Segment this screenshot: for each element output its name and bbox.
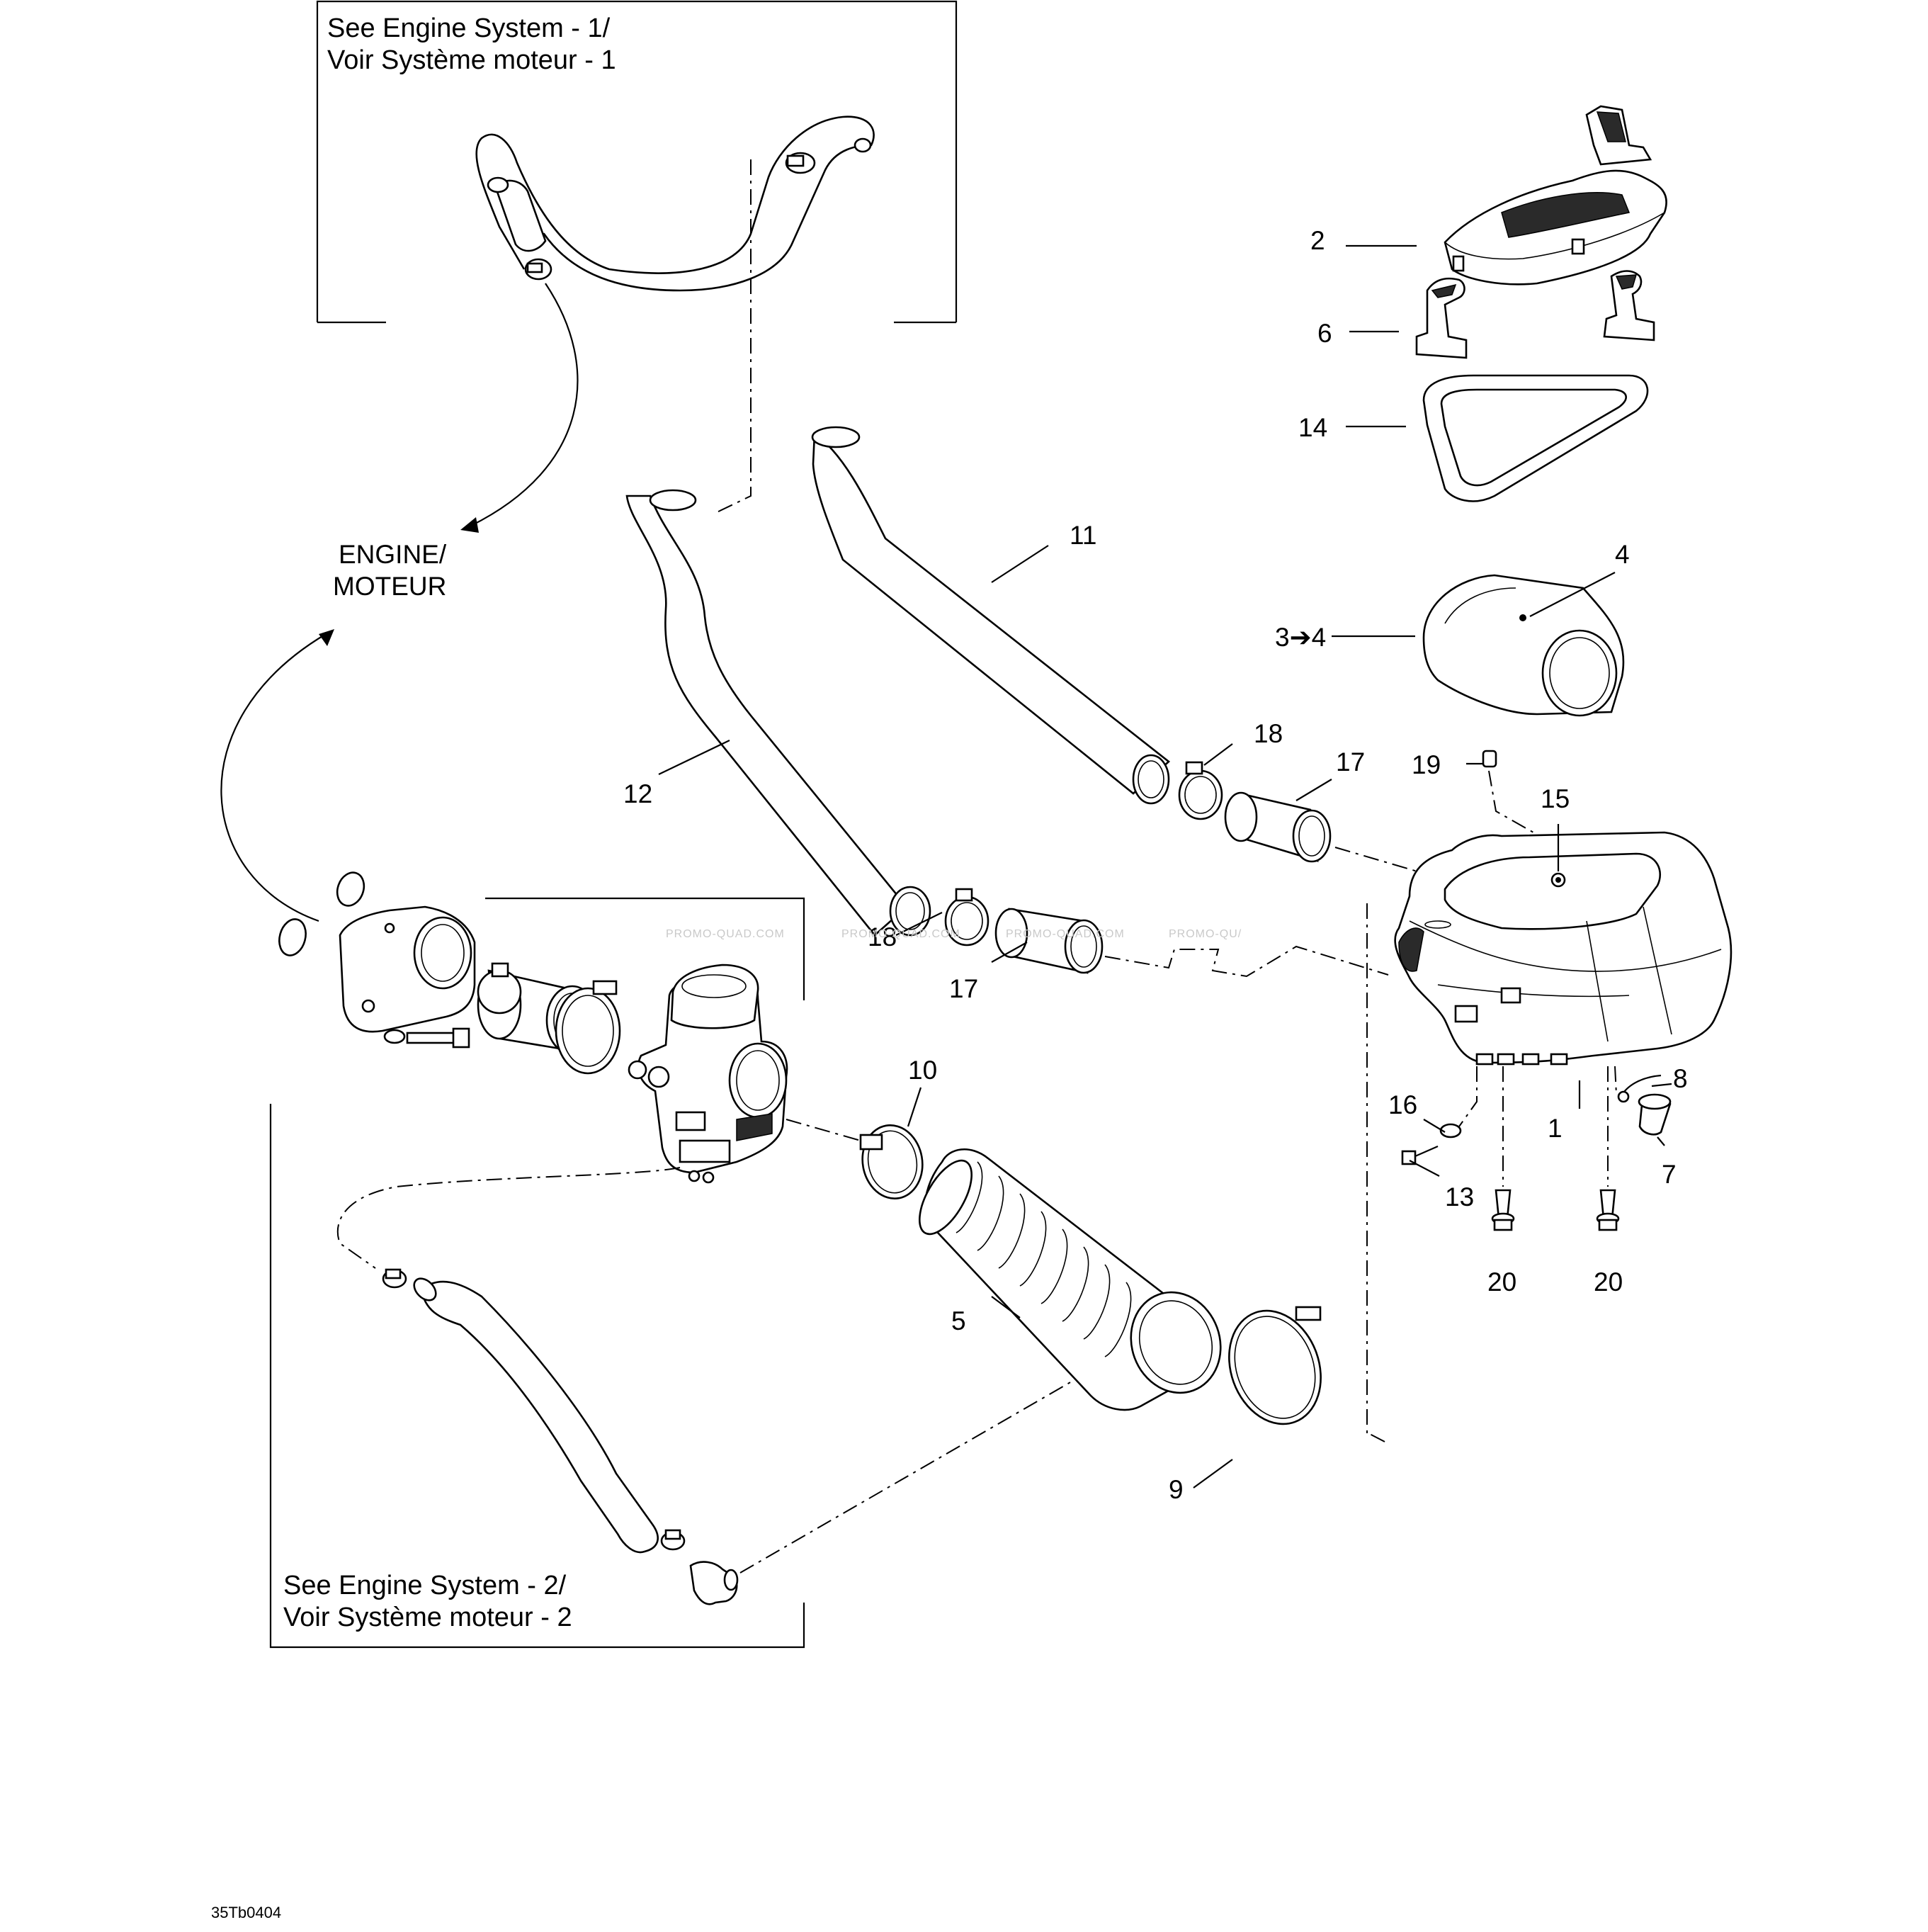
manifold-bolt [383, 1027, 470, 1049]
callout-17-lower: 17 [949, 974, 978, 1003]
carb-drain-dash [336, 1167, 681, 1269]
latch-top [1585, 105, 1652, 166]
callout-13: 13 [1445, 1182, 1474, 1211]
leader-lines [658, 244, 1672, 1488]
box-top-line1: See Engine System - 1/ [327, 13, 611, 43]
vent-hose-dash-line [713, 159, 752, 514]
drain-hose-clamp-top [382, 1268, 407, 1289]
seal-14 [1422, 374, 1649, 502]
clamp-18-upper [1178, 761, 1223, 820]
screw-20-left [1491, 1189, 1515, 1231]
drain-cap-7 [1638, 1093, 1672, 1136]
coupler-17-upper [1224, 791, 1332, 863]
engine-arrow-bottom [220, 629, 334, 922]
callout-3-to-4: 3➔4 [1275, 623, 1326, 652]
drain-to-boot-dash [739, 1360, 1109, 1574]
latch-6-right [1603, 270, 1655, 341]
callout-4: 4 [1615, 540, 1630, 569]
callout-16: 16 [1388, 1090, 1417, 1119]
engine-arrow-top [460, 283, 579, 533]
screw-16-dash [1458, 1066, 1478, 1127]
o-ring-lower [278, 918, 307, 956]
plug-19 [1482, 750, 1497, 768]
engine-system-1-box: See Engine System - 1/ Voir Système mote… [316, 0, 958, 324]
hose-clamp-small-top-left [524, 258, 552, 281]
intake-manifold [339, 905, 476, 1033]
callout-18-upper: 18 [1254, 719, 1283, 748]
box-bottom-line2: Voir Système moteur - 2 [283, 1603, 572, 1632]
callout-6: 6 [1317, 319, 1332, 348]
callout-18-lower: 18 [868, 922, 897, 951]
airbox-dash-clamp [1366, 1432, 1385, 1442]
airbox-1 [1394, 831, 1733, 1066]
clamp-18-lower [944, 888, 989, 947]
bellows-boot-5 [918, 1148, 1222, 1411]
callout-19: 19 [1412, 750, 1441, 779]
vent-hose-top [475, 115, 875, 292]
callout-2: 2 [1310, 226, 1325, 255]
watermark-1: PROMO-QUAD.COM [666, 928, 785, 940]
watermark-3: PROMO-QUAD.COM [1006, 928, 1125, 940]
callout-7: 7 [1662, 1160, 1677, 1189]
drain-elbow [689, 1561, 739, 1605]
carb-boot-clamp [555, 980, 621, 1075]
callout-numbers: 2 6 14 4 3➔4 11 12 18 17 19 15 18 17 10 … [623, 226, 1688, 1504]
callout-5: 5 [951, 1306, 966, 1335]
callout-10: 10 [908, 1056, 937, 1085]
latch-6-left [1415, 277, 1468, 359]
callout-20-left: 20 [1487, 1267, 1516, 1297]
hose-clamp-small-top-right [785, 152, 816, 174]
watermark-2: PROMO-QUAD.COM [841, 928, 960, 940]
engine-label: ENGINE/ MOTEUR [333, 540, 447, 601]
clamp-9 [1228, 1306, 1322, 1425]
box-top-line2: Voir Système moteur - 1 [327, 45, 616, 75]
o-ring-upper [336, 871, 365, 907]
callout-8: 8 [1673, 1064, 1688, 1093]
coupler-17-lower [994, 908, 1104, 974]
callout-20-right: 20 [1594, 1267, 1623, 1297]
callout-12: 12 [623, 779, 652, 808]
screw-20-right [1596, 1189, 1620, 1231]
callout-1: 1 [1548, 1114, 1563, 1143]
drain-hose-clamp-bottom [660, 1529, 686, 1551]
clamp-10 [859, 1124, 924, 1200]
callout-11: 11 [1070, 521, 1096, 550]
tie-8-dash [1614, 1066, 1617, 1095]
engine-label-line1: ENGINE/ [339, 540, 447, 569]
engine-label-line2: MOTEUR [333, 572, 446, 601]
inlet-tube-11 [811, 426, 1171, 805]
callout-15: 15 [1541, 784, 1570, 813]
screw-13 [1401, 1145, 1439, 1165]
plug-19-dash [1488, 770, 1534, 833]
drain-hose [413, 1277, 659, 1554]
callout-9: 9 [1169, 1475, 1184, 1504]
washer-16 [1439, 1123, 1462, 1139]
lower-coupler-dash [1104, 945, 1389, 978]
inlet-tube-12 [625, 489, 931, 937]
callout-14: 14 [1298, 413, 1327, 442]
box-bottom-line1: See Engine System - 2/ [283, 1571, 567, 1600]
cover-2 [1444, 169, 1667, 286]
engine-system-2-box: See Engine System - 2/ Voir Système mote… [269, 897, 805, 1649]
callout-17-upper: 17 [1336, 747, 1365, 776]
carburetor [628, 964, 788, 1184]
airbox-dash-left [1363, 903, 1368, 1433]
carb-to-clamp-dash [786, 1119, 861, 1141]
watermark-4: PROMO-QU/ [1169, 928, 1242, 940]
watermarks: PROMO-QUAD.COM PROMO-QUAD.COM PROMO-QUAD… [666, 928, 1242, 940]
filter-element-4 [1422, 574, 1625, 717]
document-code: 35Tb0404 [211, 1904, 281, 1921]
tie-8 [1617, 1074, 1662, 1103]
